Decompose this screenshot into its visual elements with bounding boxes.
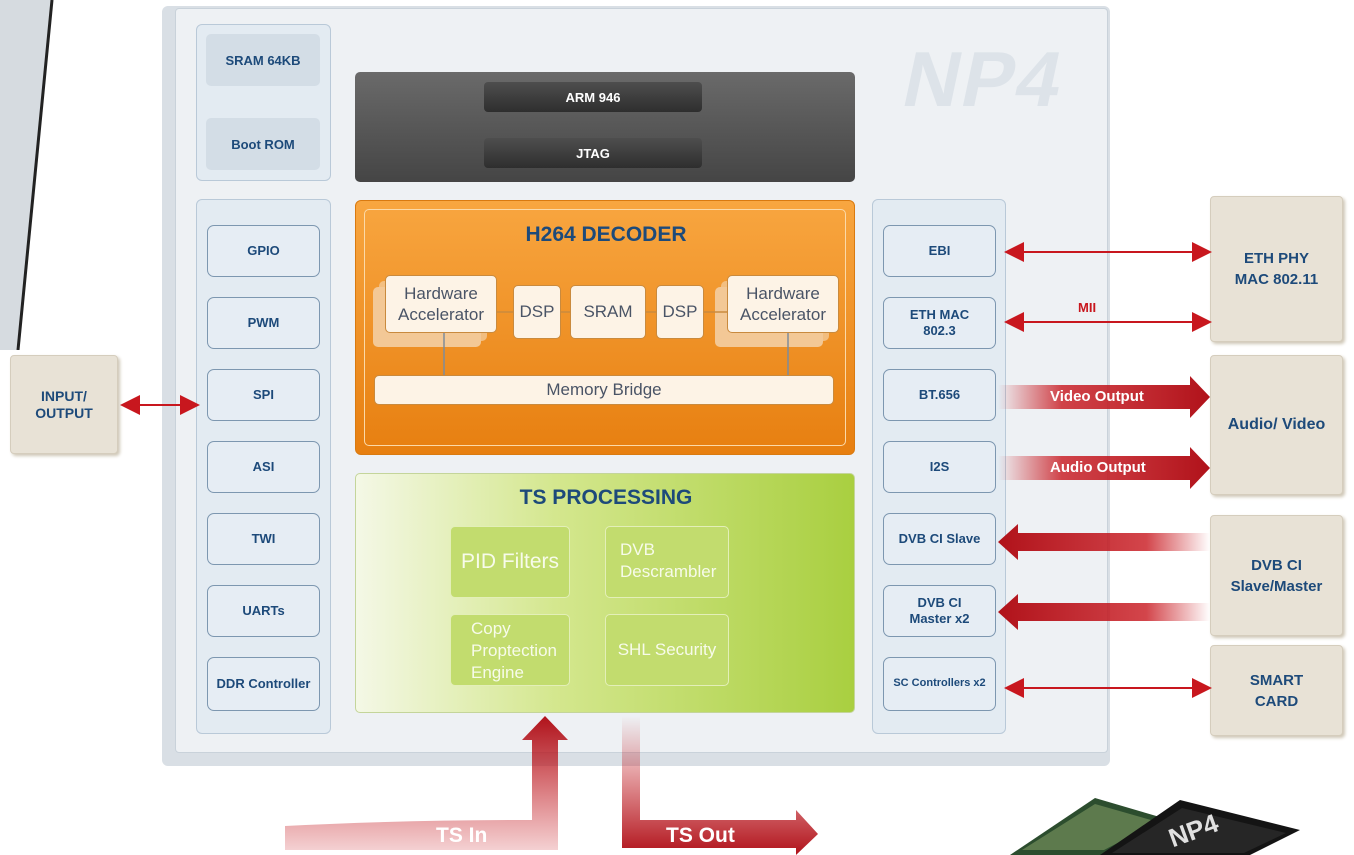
- ts-out-label: TS Out: [666, 824, 735, 847]
- ebi-block: EBI: [883, 225, 996, 277]
- input-output-box: INPUT/ OUTPUT: [10, 355, 118, 454]
- pwm-block: PWM: [207, 297, 320, 349]
- audio-video-box: Audio/ Video: [1210, 355, 1343, 495]
- arm-946-block: ARM 946: [484, 82, 702, 112]
- i2s-block: I2S: [883, 441, 996, 493]
- video-output-label: Video Output: [1050, 388, 1144, 405]
- boot-rom-block: Boot ROM: [206, 118, 320, 170]
- ts-in-arrow: [285, 716, 568, 850]
- memory-bridge-block: Memory Bridge: [374, 375, 834, 405]
- eth-mac-block: ETH MAC 802.3: [883, 297, 996, 349]
- sram-block: SRAM: [570, 285, 646, 339]
- sram-64kb-block: SRAM 64KB: [206, 34, 320, 86]
- smart-card-box: SMART CARD: [1210, 645, 1343, 736]
- jtag-block: JTAG: [484, 138, 702, 168]
- eth-phy-box: ETH PHY MAC 802.11: [1210, 196, 1343, 342]
- decoder-connector-lines: [443, 311, 789, 375]
- spi-block: SPI: [207, 369, 320, 421]
- dvb-ci-slave-block: DVB CI Slave: [883, 513, 996, 565]
- audio-output-label: Audio Output: [1050, 459, 1146, 476]
- uarts-block: UARTs: [207, 585, 320, 637]
- ddr-controller-block: DDR Controller: [207, 657, 320, 711]
- hw-accelerator-left: Hardware Accelerator: [385, 275, 497, 333]
- dvb-descrambler-block: DVB Descrambler: [605, 526, 729, 598]
- dvb-ci-master-arrow: [998, 594, 1210, 630]
- mii-label: MII: [1078, 300, 1097, 315]
- gpio-block: GPIO: [207, 225, 320, 277]
- dvb-ci-box: DVB CI Slave/Master: [1210, 515, 1343, 636]
- shl-security-block: SHL Security: [605, 614, 729, 686]
- ts-out-arrow: [622, 716, 818, 855]
- video-output-arrow: [998, 376, 1210, 418]
- copy-protection-engine-block: Copy Proptection Engine: [450, 614, 570, 686]
- twi-block: TWI: [207, 513, 320, 565]
- h264-decoder-title: H264 DECODER: [525, 223, 687, 246]
- dvb-ci-master-block: DVB CI Master x2: [883, 585, 996, 637]
- asi-block: ASI: [207, 441, 320, 493]
- ts-in-label: TS In: [436, 824, 488, 847]
- dsp-right-block: DSP: [656, 285, 704, 339]
- dvb-ci-slave-arrow: [998, 524, 1210, 560]
- sc-controllers-block: SC Controllers x2: [883, 657, 996, 711]
- ts-processing-title: TS PROCESSING: [519, 486, 693, 509]
- bt656-block: BT.656: [883, 369, 996, 421]
- dsp-left-block: DSP: [513, 285, 561, 339]
- hw-accelerator-right: Hardware Accelerator: [727, 275, 839, 333]
- h264-decoder-border: [364, 209, 846, 446]
- edge-line-graphic: [0, 0, 54, 350]
- h264-decoder-block: H264 DECODER Hardware Accelerator DSP SR…: [355, 200, 855, 455]
- ts-processing-block: TS PROCESSING PID Filters DVB Descramble…: [355, 473, 855, 713]
- pid-filters-block: PID Filters: [450, 526, 570, 598]
- np4-chip-image: NP4: [1010, 798, 1300, 855]
- audio-output-arrow: [998, 447, 1210, 489]
